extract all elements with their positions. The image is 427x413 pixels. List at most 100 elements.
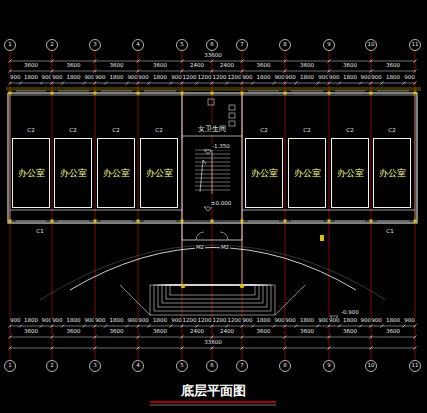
office-room: 办公室: [245, 138, 283, 208]
axis-number: 4: [135, 363, 141, 369]
dimension-text: 900: [284, 318, 297, 324]
dimension-text: 900: [94, 75, 107, 81]
extension-line: [6, 88, 421, 89]
step-cheek: [275, 285, 305, 315]
column: [211, 92, 214, 95]
dimension-tick: [251, 82, 254, 85]
stair-tread: [195, 154, 230, 155]
column: [211, 220, 214, 223]
dimension-text: C2: [26, 128, 35, 134]
dimension-tick: [226, 82, 229, 85]
office-room: 办公室: [97, 138, 135, 208]
wash-basin: [208, 99, 214, 105]
axis-bubble: [324, 40, 335, 51]
column: [414, 220, 417, 223]
dimension-tick: [51, 82, 54, 85]
dimension-text: 3600: [342, 63, 358, 69]
column: [241, 220, 244, 223]
room-name: 办公室: [103, 167, 130, 180]
dimension-text: 3600: [109, 329, 125, 335]
dimension-text: 33600: [203, 53, 223, 59]
dimension-text: 1200: [182, 75, 198, 81]
dimension-tick: [94, 82, 97, 85]
axis-number: 8: [282, 42, 288, 48]
window-line: [248, 91, 279, 92]
dimension-line: [10, 348, 415, 349]
window-line: [335, 91, 365, 92]
dimension-text: 1800: [66, 75, 82, 81]
dimension-text: 1800: [23, 75, 39, 81]
dimension-tick: [284, 325, 287, 328]
column: [9, 92, 12, 95]
dimension-text: 900: [9, 75, 22, 81]
stair-tread: [195, 182, 230, 183]
dimension-tick: [51, 336, 54, 339]
column: [9, 220, 12, 223]
dimension-text: 900: [94, 318, 107, 324]
office-room: 办公室: [331, 138, 369, 208]
axis-bubble: [410, 361, 421, 372]
dimension-text: 1800: [299, 318, 315, 324]
dimension-tick: [137, 70, 140, 73]
window-line: [291, 221, 323, 222]
title-underline: [150, 401, 276, 403]
axis-number: 10: [367, 42, 376, 48]
dimension-tick: [137, 347, 140, 350]
dimension-tick: [403, 82, 406, 85]
axis-bubble: [207, 361, 218, 372]
dimension-text: 2400: [219, 63, 235, 69]
dimension-tick: [251, 325, 254, 328]
dimension-tick: [241, 60, 244, 63]
dimension-tick: [170, 325, 173, 328]
dimension-tick: [211, 325, 214, 328]
axis-bubble: [47, 40, 58, 51]
dimension-tick: [414, 82, 417, 85]
column: [51, 220, 54, 223]
dimension-text: 2400: [219, 329, 235, 335]
dimension-text: 3600: [23, 329, 39, 335]
axis-number: 7: [239, 42, 245, 48]
dimension-tick: [295, 82, 298, 85]
room-name: 办公室: [60, 167, 87, 180]
dimension-tick: [328, 70, 331, 73]
dimension-text: 1200: [227, 75, 243, 81]
dimension-tick: [241, 70, 244, 73]
axis-bubble: [5, 361, 16, 372]
dimension-text: ±0.000: [210, 201, 232, 207]
dimension-tick: [94, 347, 97, 350]
dimension-tick: [241, 82, 244, 85]
dimension-text: 1200: [197, 318, 213, 324]
entrance-step: [162, 285, 263, 303]
window-line: [58, 221, 89, 222]
dimension-text: 1200: [197, 75, 213, 81]
column: [137, 92, 140, 95]
dimension-text: 900: [328, 318, 341, 324]
outer-wall: [8, 93, 417, 223]
dimension-text: 1800: [256, 318, 272, 324]
axis-number: 5: [179, 363, 185, 369]
axis-bubble: [366, 361, 377, 372]
dimension-text: 1800: [109, 318, 125, 324]
grid-axis-line: [242, 51, 243, 360]
level-mark: [204, 207, 212, 211]
stair-wall: [182, 136, 242, 137]
dimension-tick: [338, 82, 341, 85]
dimension-text: 1800: [152, 318, 168, 324]
window-line: [144, 221, 176, 222]
dimension-tick: [19, 325, 22, 328]
axis-number: 11: [411, 363, 420, 369]
dimension-text: 900: [403, 75, 416, 81]
axis-number: 7: [239, 363, 245, 369]
plaza-arc: [40, 245, 386, 300]
stair-tread: [195, 174, 230, 175]
dimension-tick: [370, 347, 373, 350]
dimension-tick: [40, 82, 43, 85]
room-name: 办公室: [294, 167, 321, 180]
dimension-tick: [104, 82, 107, 85]
dimension-tick: [104, 325, 107, 328]
axis-bubble: [280, 361, 291, 372]
dimension-line: [10, 326, 415, 327]
dimension-tick: [414, 60, 417, 63]
axis-bubble: [47, 361, 58, 372]
column: [284, 92, 287, 95]
